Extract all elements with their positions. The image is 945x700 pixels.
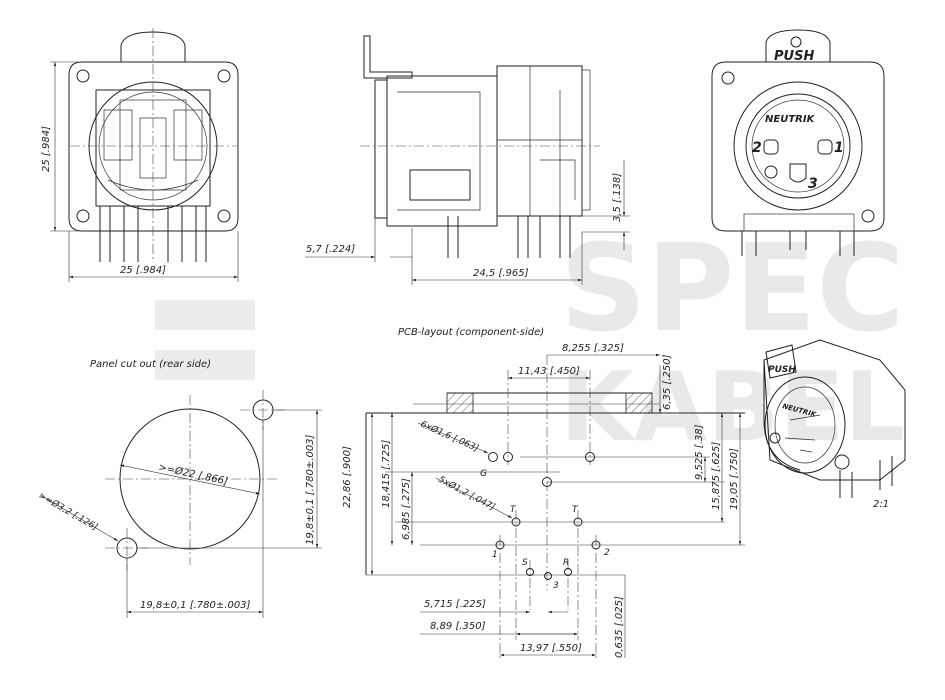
pcb-title: PCB-layout (component-side) bbox=[398, 327, 544, 338]
front-view: 25 [.984] 25 [.984] bbox=[41, 28, 239, 282]
watermark-logo bbox=[155, 300, 255, 380]
face-pin-2-label: 2 bbox=[752, 140, 762, 156]
pcb-pin-s: S bbox=[522, 558, 528, 568]
pcb-holes-6-label: 6xØ1,6 [.063] bbox=[419, 419, 481, 455]
pcb-dim-15875: 15,875 [.625] bbox=[711, 442, 722, 510]
side-height-label: 3,5 [.138] bbox=[612, 173, 623, 222]
pcb-dim-0635: 0,635 [.025] bbox=[614, 596, 625, 658]
pcb-pin-r: R bbox=[563, 558, 569, 568]
pcb-dim-9525: 9,525 [.38] bbox=[694, 424, 705, 480]
front-height-label: 25 [.984] bbox=[41, 126, 52, 172]
pcb-pin-2: 2 bbox=[604, 548, 610, 558]
panel-diameter-label: >=Ø22 [.866] bbox=[157, 461, 229, 487]
face-brand-label: NEUTRIK bbox=[765, 114, 816, 125]
pcb-dim-1905: 19,05 [.750] bbox=[729, 448, 740, 510]
pcb-pin-1: 1 bbox=[492, 550, 498, 560]
pcb-dim-1143: 11,43 [.450] bbox=[518, 366, 580, 377]
side-view: 3,5 [.138] 5,7 [.224] 24,5 [.965] bbox=[305, 35, 630, 285]
panel-cutout-title: Panel cut out (rear side) bbox=[90, 359, 211, 370]
panel-cutout: Panel cut out (rear side) >=Ø22 [.866] >… bbox=[37, 359, 322, 618]
face-pin-1-label: 1 bbox=[834, 140, 844, 156]
pcb-pin-t2: T bbox=[572, 505, 579, 515]
side-length-label: 24,5 [.965] bbox=[473, 268, 529, 279]
iso-scale-label: 2:1 bbox=[873, 499, 889, 510]
pcb-dim-18415: 18,415 [.725] bbox=[381, 440, 392, 508]
pcb-dim-5715: 5,715 [.225] bbox=[424, 599, 486, 610]
face-push-label: PUSH bbox=[774, 49, 814, 64]
face-pin-3-label: 3 bbox=[808, 176, 818, 192]
panel-hole-label: >=Ø3,2 [.126] bbox=[37, 490, 100, 533]
panel-horizontal-label: 19,8±0,1 [.780±.003] bbox=[140, 600, 251, 611]
panel-vertical-label: 19,8±0,1 [.780±.003] bbox=[305, 434, 316, 545]
iso-push-label: PUSH bbox=[768, 365, 796, 375]
front-width-label: 25 [.984] bbox=[120, 265, 166, 276]
pcb-holes-5-label: 5xØ1,2 [.047] bbox=[437, 474, 498, 513]
pcb-pin-g: G bbox=[480, 469, 487, 479]
face-view: PUSH NEUTRIK 2 1 3 bbox=[711, 29, 885, 256]
pcb-dim-2286: 22,86 [.900] bbox=[342, 446, 353, 508]
watermark-line1: SPEC bbox=[560, 220, 904, 359]
pcb-dim-1397: 13,97 [.550] bbox=[520, 643, 582, 654]
watermark-line2: KABEL bbox=[560, 353, 905, 463]
pcb-dim-6985: 6,985 [.275] bbox=[401, 478, 412, 540]
pcb-dim-635: 6,35 [.250] bbox=[662, 354, 673, 410]
watermark: SPEC KABEL bbox=[155, 220, 905, 463]
pcb-dim-8255: 8,255 [.325] bbox=[562, 343, 624, 354]
pcb-pin-t1: T bbox=[510, 505, 517, 515]
side-offset-label: 5,7 [.224] bbox=[306, 244, 355, 255]
pcb-dim-889: 8,89 [.350] bbox=[430, 621, 486, 632]
pcb-pin-3: 3 bbox=[553, 581, 559, 591]
